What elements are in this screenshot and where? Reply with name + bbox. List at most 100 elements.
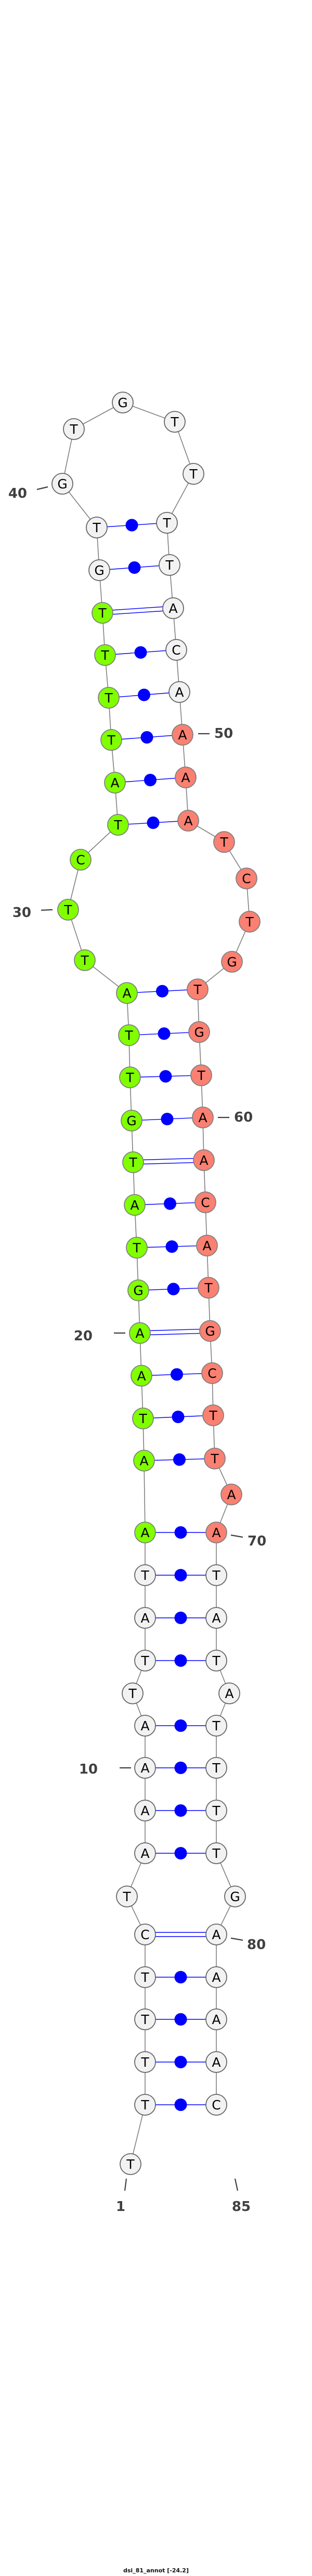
nucleotide-letter: A: [140, 1525, 149, 1540]
pair-bond: [145, 1762, 216, 1774]
nucleotide-circle: [162, 597, 184, 619]
pair-bond: [96, 519, 167, 532]
nucleotide-15: T: [134, 1564, 156, 1586]
nucleotide-letter: T: [209, 1408, 217, 1423]
pair-dot: [174, 2056, 187, 2068]
nucleotide-circle: [159, 554, 180, 576]
nucleotide-14: A: [134, 1607, 156, 1629]
nucleotide-letter: G: [118, 395, 127, 410]
nucleotide-letter: A: [140, 1761, 149, 1776]
nucleotide-circle: [168, 681, 190, 703]
nucleotide-68: T: [204, 1448, 226, 1469]
nucleotide-57: T: [187, 978, 209, 1000]
nucleotide-letter: T: [140, 1568, 149, 1583]
nucleotide-letter: A: [140, 1611, 149, 1626]
nucleotide-circle: [134, 2094, 156, 2116]
nucleotide-36: T: [94, 644, 116, 666]
nucleotide-25: G: [121, 1110, 142, 1132]
nucleotide-circle: [236, 868, 257, 889]
pair-dot: [167, 1283, 180, 1296]
gc-pair-bond: [102, 606, 174, 615]
label-tick: [36, 486, 48, 491]
pair-bond: [114, 774, 186, 786]
nucleotide-letter: T: [113, 818, 122, 833]
nucleotide-58: G: [188, 1021, 210, 1043]
nucleotide-62: C: [194, 1191, 216, 1213]
nucleotide-circle: [134, 1522, 156, 1543]
nucleotide-circle: [134, 1607, 156, 1629]
nucleotide-letter: T: [107, 733, 115, 748]
nucleotide-40: G: [51, 473, 73, 495]
nucleotide-circle: [134, 2008, 156, 2030]
nucleotide-4: T: [134, 2008, 156, 2030]
nucleotide-12: T: [122, 1682, 144, 1704]
nucleotide-circle: [134, 2051, 156, 2073]
nucleotide-78: T: [205, 1842, 227, 1864]
nucleotide-73: T: [205, 1650, 227, 1672]
nucleotide-circle: [118, 1024, 140, 1046]
nucleotide-56: G: [221, 951, 243, 973]
pair-dot: [174, 2099, 187, 2111]
nucleotide-letter: T: [140, 2097, 149, 2113]
pair-dot: [174, 1971, 187, 1983]
pair-bond: [145, 2099, 216, 2111]
nucleotide-letter: T: [245, 914, 254, 929]
position-label-20: 20: [74, 1328, 93, 1344]
nucleotide-76: T: [205, 1757, 227, 1779]
nucleotide-circle: [194, 1191, 216, 1213]
pair-bond: [145, 1612, 216, 1624]
nucleotide-48: C: [165, 639, 187, 661]
nucleotide-circle: [107, 814, 129, 836]
nucleotide-circle: [199, 1320, 221, 1342]
nucleotide-circle: [205, 1650, 227, 1672]
nucleotide-letter: C: [242, 871, 251, 886]
nucleotide-84: C: [205, 2094, 227, 2116]
nucleotide-letter: G: [205, 1324, 215, 1339]
nucleotide-letter: C: [140, 1927, 149, 1942]
nucleotide-letter: G: [57, 476, 67, 492]
pair-bond: [128, 1027, 200, 1040]
pair-dot: [174, 1847, 187, 1859]
nucleotide-letter: T: [197, 1068, 205, 1083]
pair-bond: [144, 1453, 215, 1466]
nucleotide-83: A: [205, 2051, 227, 2073]
nucleotide-19: A: [131, 1365, 152, 1387]
nucleotide-circle: [124, 1194, 146, 1216]
nucleotide-circle: [134, 1715, 156, 1737]
nucleotide-28: A: [116, 982, 138, 1004]
nucleotide-circle: [104, 772, 126, 794]
nucleotide-65: G: [199, 1320, 221, 1342]
nucleotide-letter: A: [212, 1525, 220, 1540]
pair-dot: [174, 1526, 187, 1539]
label-tick: [230, 1534, 243, 1538]
nucleotide-49: A: [168, 681, 190, 703]
pair-dot: [125, 519, 138, 532]
nucleotide-circle: [205, 2094, 227, 2116]
nucleotide-circle: [205, 1522, 227, 1543]
position-label-80: 80: [247, 1937, 266, 1953]
nucleotide-53: T: [213, 831, 235, 853]
nucleotide-18: T: [132, 1408, 154, 1429]
nucleotide-7: T: [116, 1886, 138, 1907]
pair-dot: [128, 561, 141, 574]
nucleotide-22: T: [126, 1237, 148, 1259]
nucleotide-letter: T: [140, 2012, 149, 2027]
nucleotide-circle: [213, 831, 235, 853]
pair-bond: [145, 2013, 216, 2026]
pair-dot: [172, 1411, 185, 1423]
nucleotide-circle: [239, 911, 261, 933]
position-label-50: 50: [214, 726, 233, 742]
nucleotide-77: T: [205, 1800, 227, 1821]
nucleotide-2: T: [134, 2094, 156, 2116]
nucleotide-31: C: [70, 849, 92, 871]
nucleotide-circle: [205, 2008, 227, 2030]
nucleotide-35: T: [98, 687, 120, 709]
nucleotide-circle: [218, 1682, 240, 1704]
nucleotide-circle: [92, 602, 113, 624]
nucleotide-letter: T: [162, 516, 171, 531]
nucleotide-5: T: [134, 1966, 156, 1988]
nucleotide-74: A: [218, 1682, 240, 1704]
nucleotide-letter: G: [230, 1889, 240, 1904]
pair-dot: [134, 646, 147, 659]
